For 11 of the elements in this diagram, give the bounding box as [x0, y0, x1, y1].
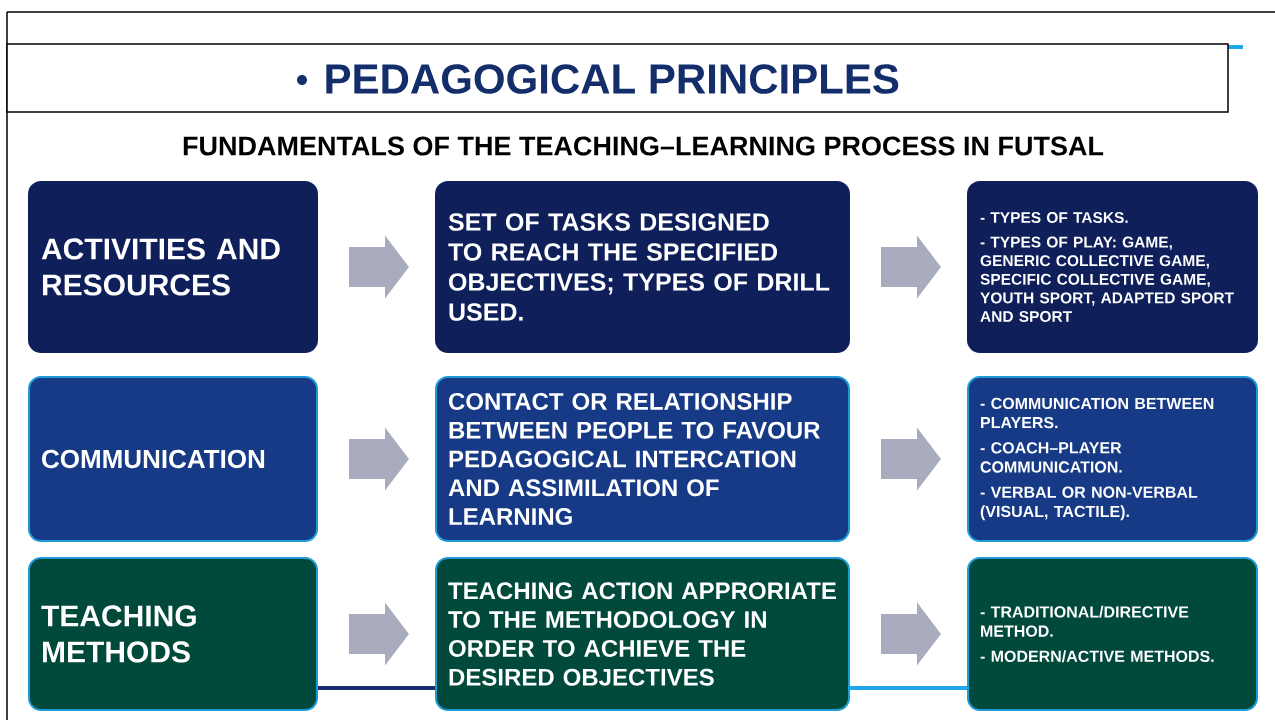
title: PEDAGOGICAL PRINCIPLES: [326, 64, 899, 94]
text-box: COMMUNICATION: [28, 376, 318, 542]
text-box: - TYPES OF TASKS. - TYPES OF PLAY: GAME, GENERIC COLLECTIVE GAME, SPECIFIC COLLECTIVE GAME, YOUTH SPORT, ADAPTED SPORT AND SPORT: [967, 181, 1258, 353]
text-box: - COMMUNICATION BETWEEN PLAYERS. - COACH–PLAYER COMMUNICATION. - VERBAL OR NON-VERBAL (VISUAL, TACTILE).: [967, 376, 1258, 542]
text-box: SET OF TASKS DESIGNED TO REACH THE SPECIFIED OBJECTIVES; TYPES OF DRILL USED.: [435, 181, 850, 353]
text-box: TEACHING ACTION APPRORIATE TO THE METHODOLOGY IN ORDER TO ACHIEVE THE DESIRED OBJECTIVES: [435, 557, 850, 711]
text-box: TEACHING METHODS: [28, 557, 318, 711]
subtitle: FUNDAMENTALS OF THE TEACHING–LEARNING PROCESS IN FUTSAL: [183, 136, 1104, 156]
text-box: ACTIVITIES AND RESOURCES: [28, 181, 318, 353]
text-box: CONTACT OR RELATIONSHIP BETWEEN PEOPLE TO FAVOUR PEDAGOGICAL INTERCATION AND ASSIMILATION OF LEARNING: [435, 376, 850, 542]
text-box: - TRADITIONAL/DIRECTIVE METHOD. - MODERN/ACTIVE METHODS.: [967, 557, 1258, 711]
